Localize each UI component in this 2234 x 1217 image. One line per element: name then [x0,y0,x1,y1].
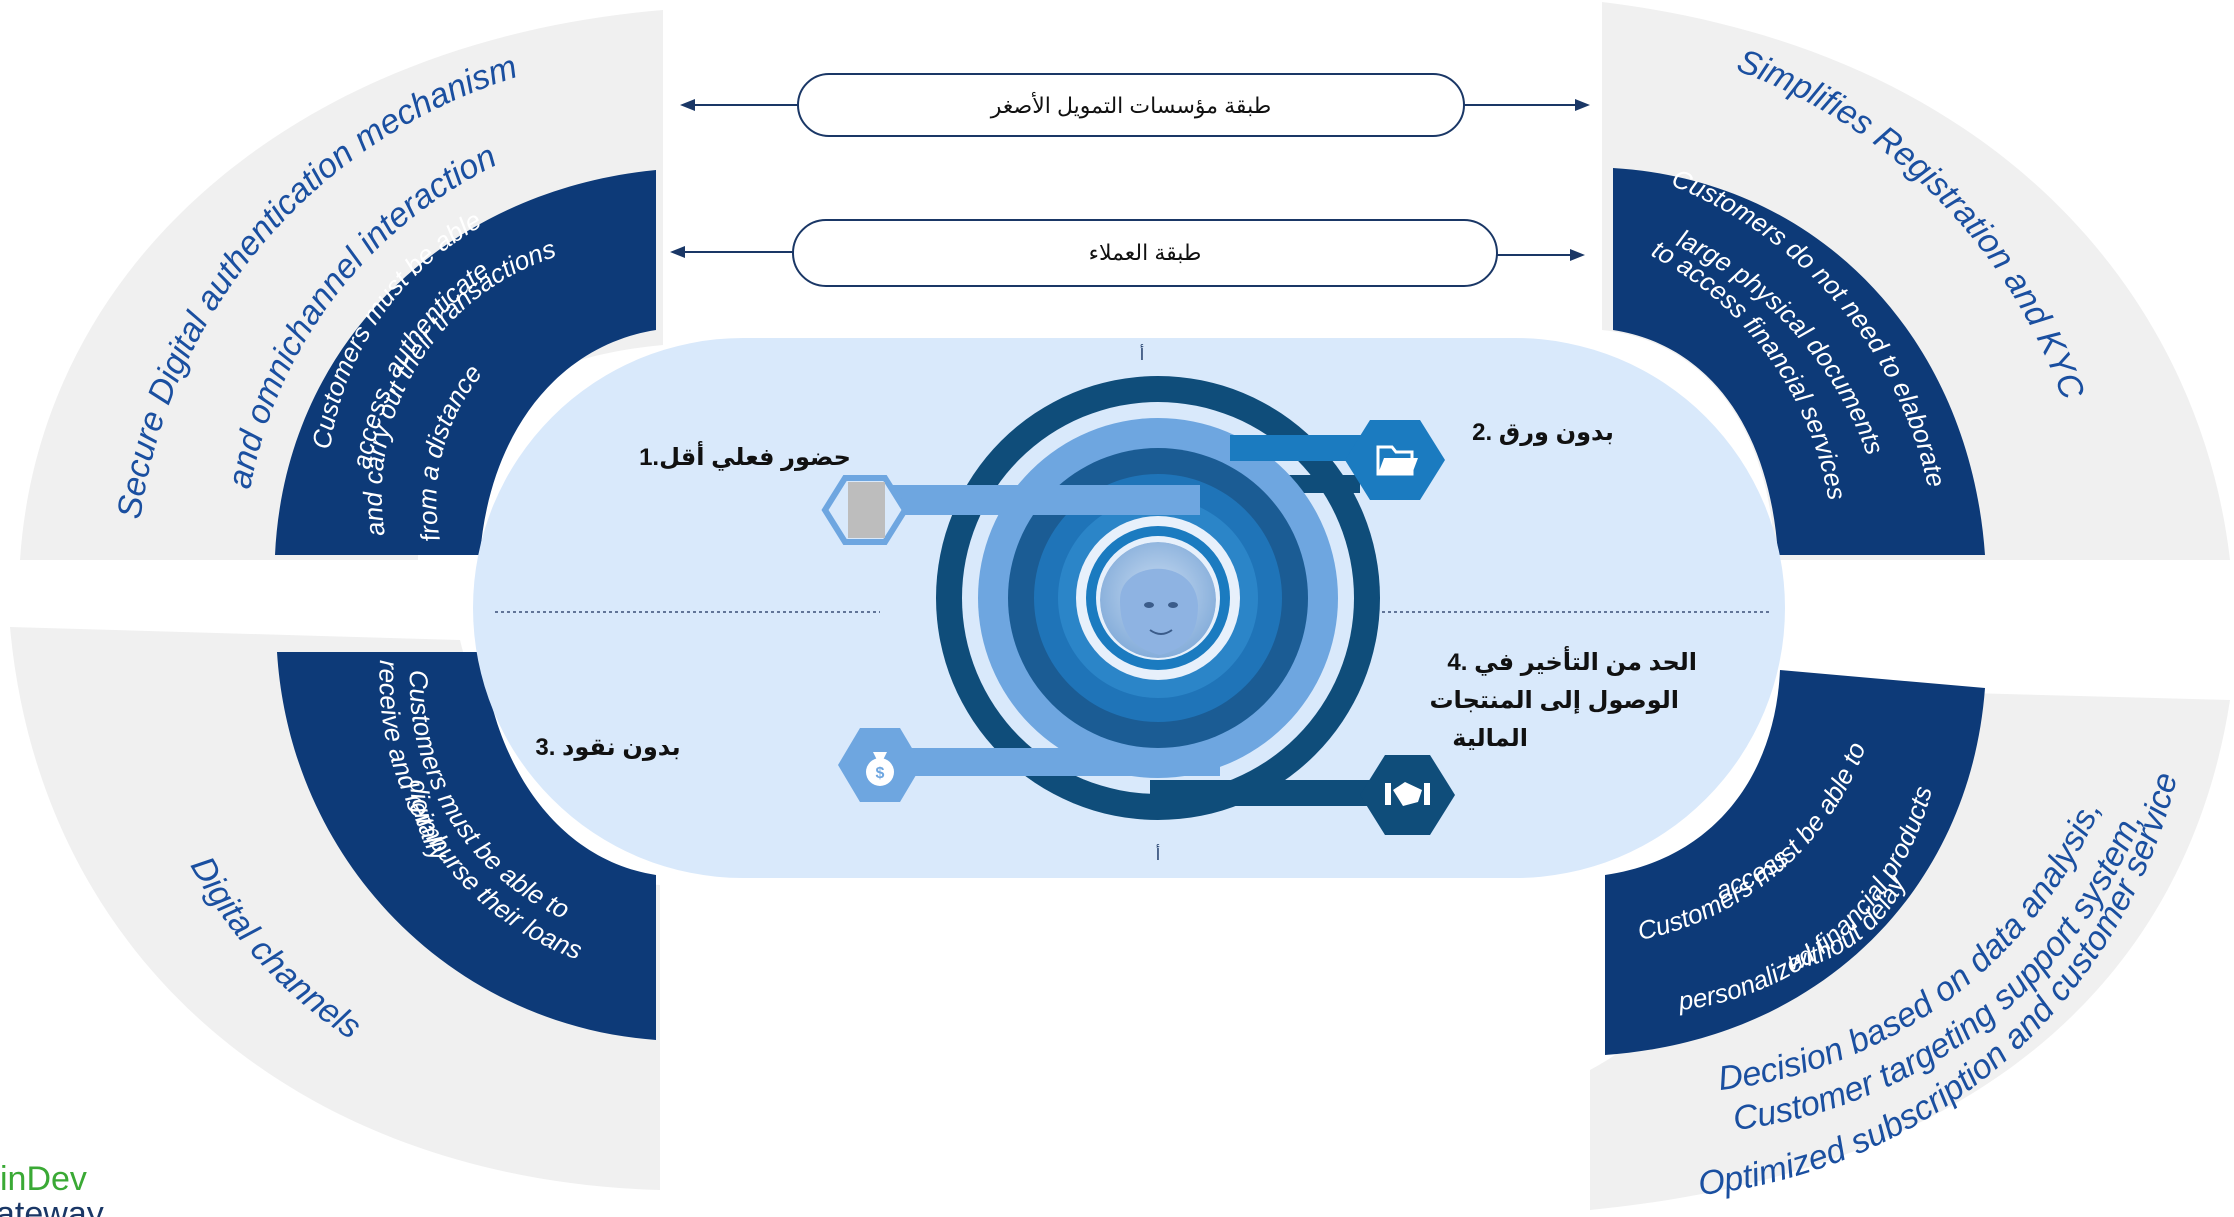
feature-4-line1: الحد من التأخير في .4 [1447,646,1697,676]
mfi-layer-box [797,73,1465,137]
card-icon [821,475,909,545]
handshake-icon [1360,755,1455,835]
navy-quadrant-top-left [275,170,656,555]
feature-2-label: بدون ورق .2 [1472,419,1614,446]
customer-layer-label: طبقة العملاء [1089,240,1202,265]
mfi-layer-label: طبقة مؤسسات التمويل الأصغر [990,92,1271,118]
svg-text:$: $ [876,765,885,782]
logo-line1: inDev [0,1160,87,1198]
grey-band-bottom-right [1590,688,2230,1210]
connector-card [880,485,1200,515]
connector-money [890,748,1220,776]
customer-layer-box [792,219,1498,287]
folder-icon [1345,420,1445,500]
feature-1-label: حضور فعلي أقل.1 [639,441,851,471]
customer-layer-arrow: طبقة العملاء [670,219,1585,287]
connector-handshake [1150,780,1400,806]
navy-quadrant-bottom-right [1605,670,1985,1055]
navy-quadrant-bottom-left [277,652,656,1040]
feature-3-label: بدون نقود .3 [535,734,680,761]
feature-4-line2: الوصول إلى المنتجات [1429,687,1679,714]
small-mark-top: أ [1140,344,1144,364]
navy-quadrant-top-right [1613,168,1985,555]
money-bag-icon: $ [838,728,922,802]
mfi-layer-arrow: طبقة مؤسسات التمويل الأصغر [680,73,1590,137]
grey-band-top-left [20,10,663,560]
small-mark-bottom: أ [1156,844,1160,864]
logo: inDev ateway [0,1160,104,1217]
logo-line2: ateway [0,1195,104,1217]
person-photo [1100,542,1216,658]
feature-4-line3: المالية [1452,725,1528,752]
